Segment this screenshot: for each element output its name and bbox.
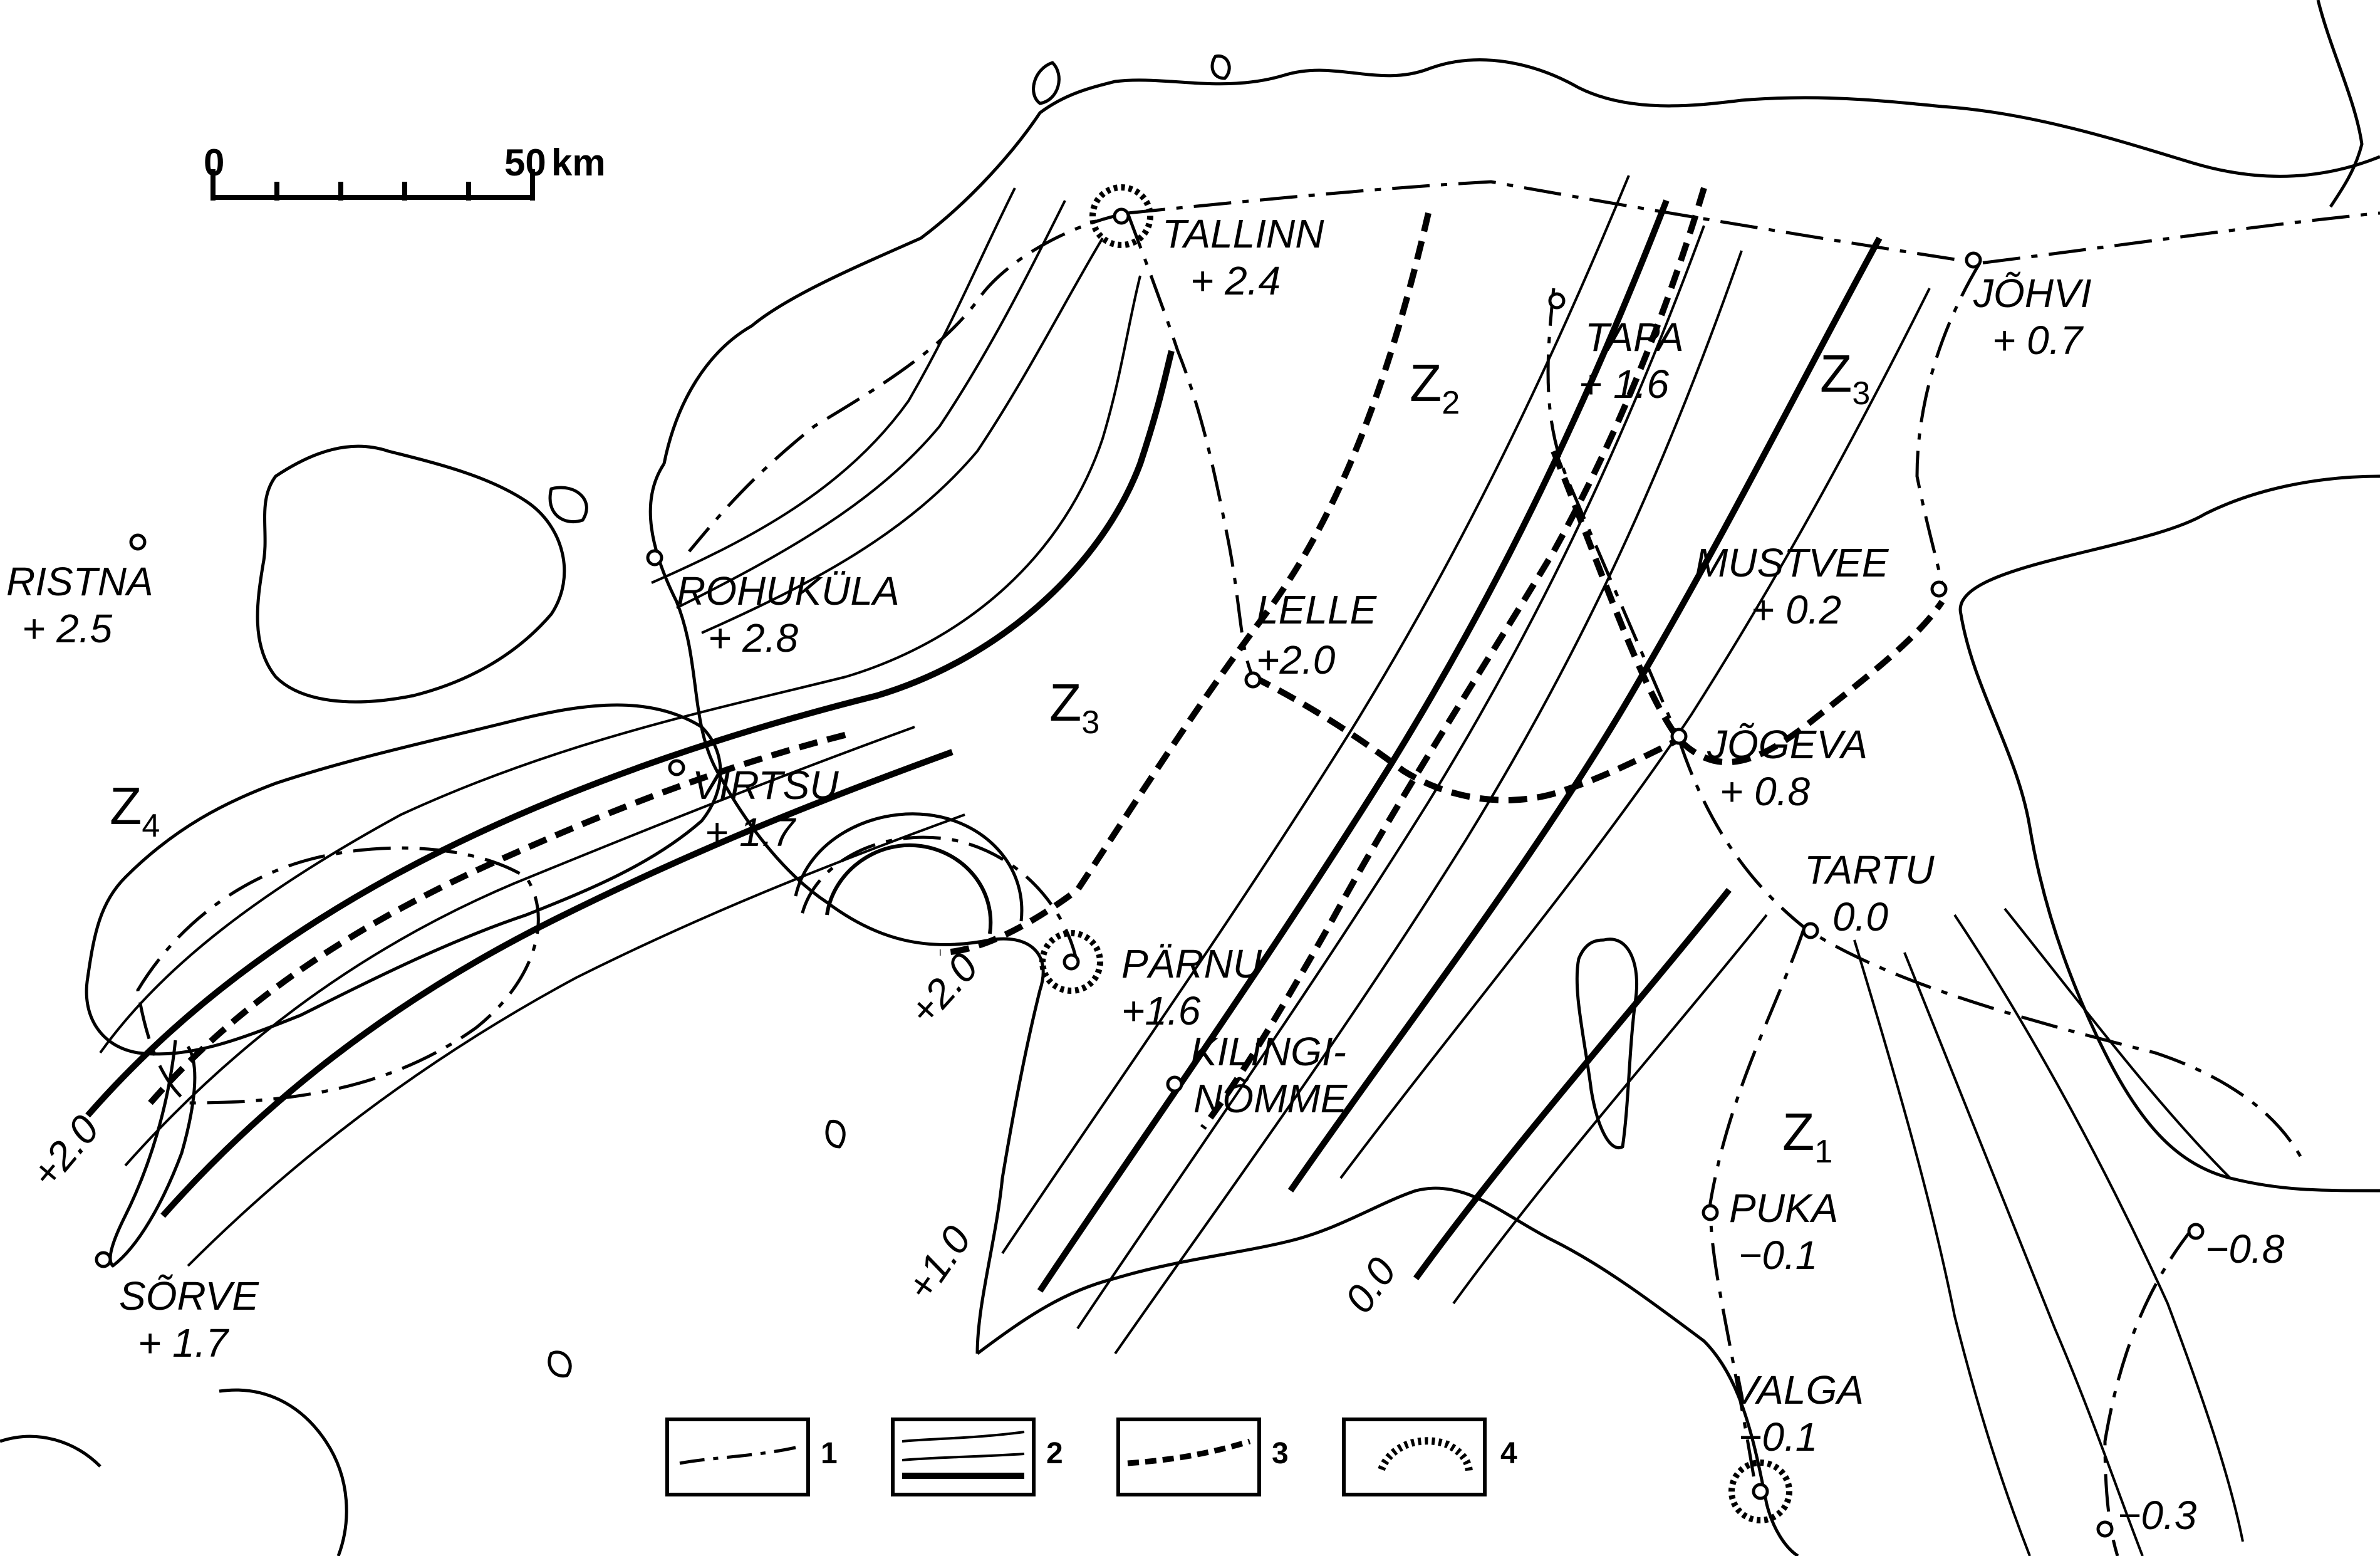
station-marker-tartu [1802,922,1819,939]
station-value-rohukula: + 2.8 [708,615,799,661]
station-marker-jogeva [1670,728,1688,745]
station-name-tapa: TAPA [1585,315,1684,360]
station-markers [95,207,2205,1538]
scale-unit-label: km [551,142,606,184]
station-name-parnu: PÄRNU [1121,941,1262,986]
legend-item-2: 2 [891,1418,1063,1496]
station-marker-sorve [95,1251,112,1268]
station-marker-rohukula [646,549,663,567]
station-value-johvi: + 0.7 [1992,318,2084,363]
station-marker-ristna [129,533,147,551]
station-name2-kilingi: NÕMME [1193,1076,1348,1121]
station-name-puka: PUKA [1729,1186,1838,1231]
legend-number-3: 3 [1272,1437,1289,1470]
station-name-lelle: LELLE [1256,587,1377,632]
zone-label-z3-west: Z3 [1049,673,1099,741]
station-name-tallinn: TALLINN [1162,211,1324,256]
station-name-sorve: SÕRVE [119,1273,259,1318]
legend-number-2: 2 [1046,1437,1063,1470]
tide-gauges [794,184,1792,1523]
station-value-tallinn: + 2.4 [1190,258,1281,303]
station-marker-se [2187,1223,2205,1240]
isoline-label-zero: 0.0 [1336,1250,1405,1322]
thin-thick-lines-icon [902,1431,1025,1479]
station-marker-tallinn [1113,207,1130,225]
zone-label-z3-north: Z3 [1820,344,1870,412]
zone-label-z2: Z2 [1410,353,1460,421]
legend: 1 2 3 4 [665,1418,1517,1496]
station-marker-lelle [1244,671,1262,689]
hatched-arc-icon [1378,1437,1473,1473]
station-value-mustvee: + 0.2 [1751,587,1841,632]
isolines [85,175,2244,1556]
station-value-sorve: + 1.7 [138,1320,230,1365]
scale-bar: 0 50 km [204,142,606,201]
station-name-jogeva: JÕGEVA [1707,722,1868,767]
station-name-valga: VALGA [1732,1367,1864,1412]
zone-labels: Z2 Z3 Z3 Z4 Z1 [110,344,1870,1170]
station-marker-johvi [1965,251,1982,269]
station-value-ristna: + 2.5 [22,606,113,651]
station-marker-s [2096,1520,2114,1538]
isoline-label-parnu: +2.0 [900,944,987,1033]
station-name-mustvee: MUSTVEE [1695,540,1889,585]
station-value-jogeva: + 0.8 [1720,769,1811,814]
station-labels: TALLINN + 2.4 JÕHVI + 0.7 TAPA + 1.6 RIS… [6,211,2092,1459]
station-marker-tapa [1548,292,1566,310]
station-name-kilingi: KILINGI- [1190,1029,1346,1074]
station-name-ristna: RISTNA [6,559,153,604]
station-name-virtsu: VIRTSU [692,763,839,808]
station-marker-puka [1702,1204,1719,1221]
station-value-virtsu: + 1.7 [705,810,797,855]
scale-end-label: 50 [504,142,546,184]
station-value-tartu: 0.0 [1832,894,1888,939]
dashed-line-icon [679,1446,796,1465]
station-value-puka: −0.1 [1738,1233,1817,1278]
zone-boundaries [148,187,1945,1130]
station-marker-valga [1752,1483,1769,1500]
legend-item-4: 4 [1342,1418,1517,1496]
legend-number-4: 4 [1500,1437,1517,1470]
isoline-label-sw: +2.0 [23,1107,108,1196]
station-marker-kilingi [1166,1075,1183,1093]
station-value-valga: −0.1 [1738,1414,1817,1459]
station-value-lelle: +2.0 [1256,637,1336,682]
zone-label-z4: Z4 [110,776,160,844]
route-lines [136,180,2380,1556]
isoline-label-minus03: −0.3 [2118,1493,2197,1538]
short-dashed-line-icon [1127,1438,1251,1466]
scale-start-label: 0 [204,142,224,184]
station-marker-parnu [1063,953,1080,971]
station-marker-virtsu [668,759,685,776]
isoline-label-minus08: −0.8 [2205,1226,2285,1271]
legend-item-1: 1 [665,1418,838,1496]
station-marker-mustvee [1930,580,1948,598]
zone-label-z1: Z1 [1782,1102,1832,1170]
station-name-johvi: JÕHVI [1973,271,2092,316]
station-value-tapa: + 1.6 [1579,362,1670,407]
isoline-label-one: +1.0 [897,1218,980,1308]
legend-number-1: 1 [821,1437,838,1470]
station-name-tartu: TARTU [1804,847,1935,892]
station-name-rohukula: ROHUKÜLA [677,568,900,614]
station-value-parnu: +1.6 [1121,988,1201,1033]
legend-item-3: 3 [1116,1418,1289,1496]
